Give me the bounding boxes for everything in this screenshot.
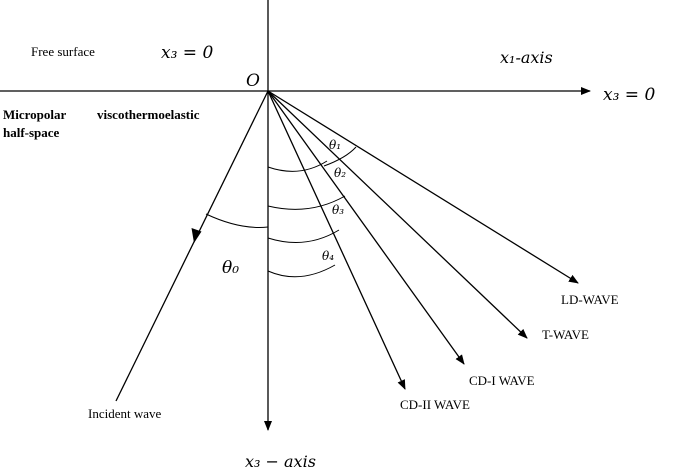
cd2-wave-ray: [267, 90, 406, 390]
medium-label-micropolar: Micropolar: [3, 107, 67, 122]
incident-wave-line: [115, 90, 269, 402]
theta1-arc: [323, 146, 357, 167]
cd1-wave-label: CD-I WAVE: [469, 373, 535, 388]
theta4-arc: [267, 264, 336, 278]
theta1-label: θ₁: [329, 138, 341, 152]
cd2-wave-label: CD-II WAVE: [400, 397, 470, 412]
t-wave-label: T-WAVE: [542, 327, 589, 342]
cd1-wave-ray: [267, 90, 465, 365]
x3-zero-right-label: x₃ = 0: [603, 85, 655, 105]
free-surface-label: Free surface: [31, 44, 95, 59]
theta0-arc: [205, 213, 269, 228]
theta0-label: θ₀: [222, 258, 239, 278]
medium-label-viscothermoelastic: viscothermoelastic: [97, 107, 200, 122]
ld-wave-ray: [267, 90, 579, 284]
x1-axis-label: x₁-axis: [500, 48, 553, 67]
origin-label: O: [246, 71, 260, 91]
medium-label-half-space: half-space: [3, 125, 60, 140]
theta4-label: θ₄: [322, 249, 334, 263]
x3-zero-left-label: x₃ = 0: [161, 43, 213, 63]
ld-wave-label: LD-WAVE: [561, 292, 619, 307]
theta3-arc: [267, 195, 346, 210]
theta2-arc: [267, 160, 328, 172]
t-wave-ray: [267, 90, 528, 339]
incident-wave-label: Incident wave: [88, 406, 162, 421]
theta3-label: θ₃: [332, 203, 344, 217]
incident-wave-arrowhead: [191, 228, 202, 243]
theta2-label: θ₂: [334, 166, 346, 180]
theta3b-arc: [267, 229, 340, 243]
x3-axis-label: x₃ − axis: [245, 452, 316, 471]
